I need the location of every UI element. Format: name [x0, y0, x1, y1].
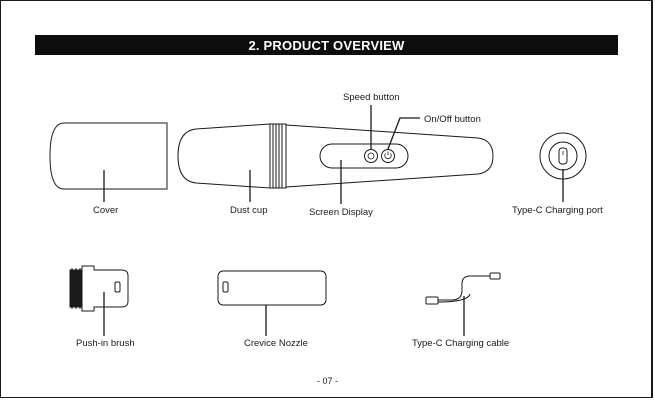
charging-port-illustration [540, 133, 586, 202]
speed-button-label: Speed button [343, 92, 400, 103]
charging-cable-illustration [426, 273, 500, 336]
push-in-brush-label: Push-in brush [76, 338, 135, 349]
charging-port-label: Type-C Charging port [512, 205, 603, 216]
page-number: - 07 - [0, 376, 655, 386]
dust-cup-label: Dust cup [230, 205, 268, 216]
crevice-nozzle-illustration [218, 271, 326, 336]
cover-label: Cover [93, 205, 118, 216]
screen-display-label: Screen Display [309, 207, 373, 218]
cover-illustration [50, 123, 167, 202]
push-in-brush-illustration [70, 266, 128, 336]
charging-cable-label: Type-C Charging cable [412, 338, 509, 349]
crevice-nozzle-label: Crevice Nozzle [244, 338, 308, 349]
on-off-button-label: On/Off button [424, 114, 481, 125]
